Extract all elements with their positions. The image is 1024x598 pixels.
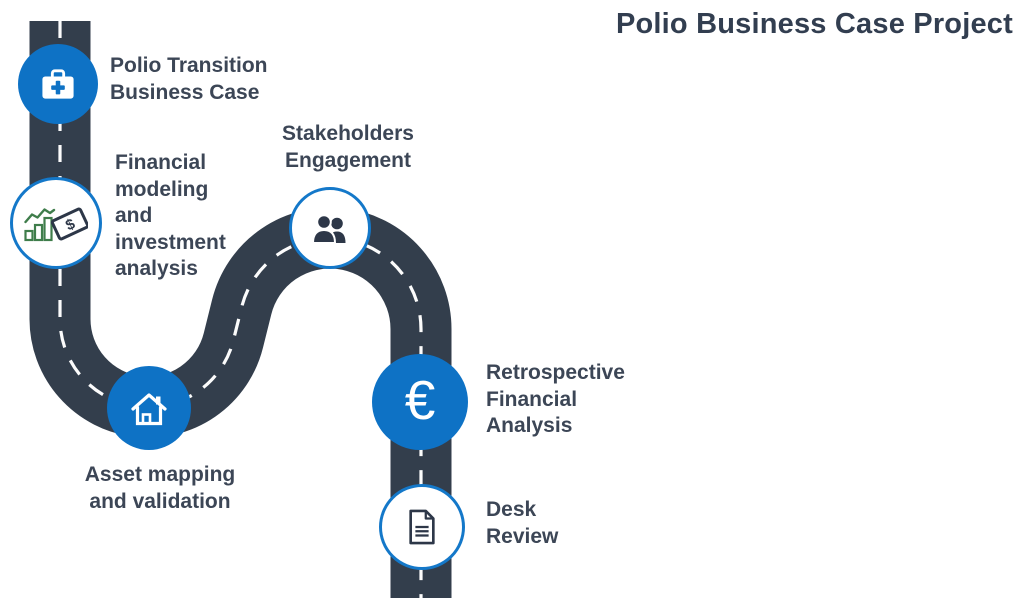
milestone-desk-review bbox=[379, 484, 465, 570]
first-aid-kit-icon bbox=[42, 69, 74, 99]
chart-and-banknote-icon: $ bbox=[24, 207, 88, 242]
euro-icon: € bbox=[404, 369, 436, 431]
label-polio-transition-business-case: Polio Transition Business Case bbox=[110, 54, 268, 104]
milestone-asset-mapping bbox=[107, 366, 191, 450]
house-icon bbox=[131, 392, 167, 425]
label-financial-modeling: Financial modeling and investment analys… bbox=[115, 151, 226, 280]
milestone-polio-transition-business-case bbox=[18, 44, 98, 124]
label-desk-review: Desk Review bbox=[486, 498, 559, 548]
document-icon bbox=[409, 509, 435, 545]
page-title: Polio Business Case Project bbox=[615, 8, 1013, 40]
milestone-financial-modeling: $ bbox=[10, 177, 102, 269]
road-center-dashed-line bbox=[58, 21, 423, 598]
milestone-retrospective-financial-analysis: € bbox=[372, 354, 468, 450]
label-asset-mapping: Asset mapping and validation bbox=[84, 463, 236, 513]
people-icon bbox=[311, 213, 346, 244]
label-stakeholders-engagement: Stakeholders Engagement bbox=[282, 122, 414, 172]
milestone-stakeholders-engagement bbox=[289, 187, 371, 269]
label-retrospective-financial-analysis: Retrospective Financial Analysis bbox=[486, 361, 625, 437]
